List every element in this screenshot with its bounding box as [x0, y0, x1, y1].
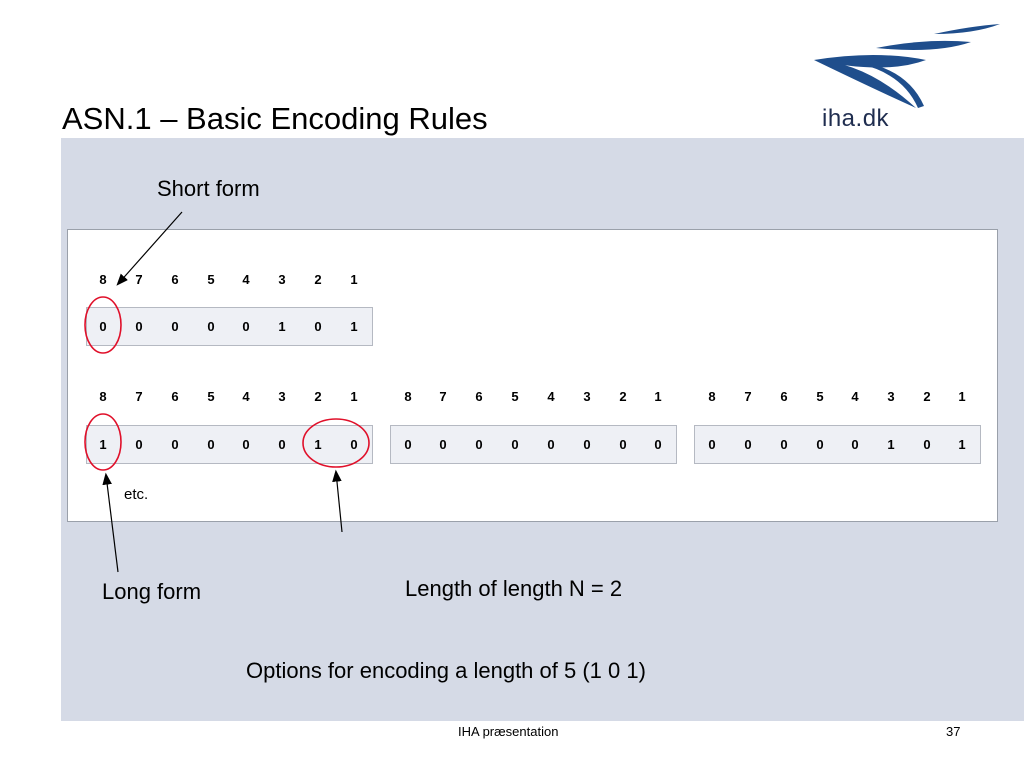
bit-number: 1 — [350, 389, 358, 404]
bit-value: 0 — [135, 319, 143, 334]
bit-diagram-box — [67, 229, 998, 522]
bit-value: 0 — [99, 319, 107, 334]
bit-value: 1 — [278, 319, 286, 334]
bit-number: 1 — [350, 272, 358, 287]
bit-value: 0 — [171, 319, 179, 334]
bit-value: 1 — [958, 437, 966, 452]
page-number: 37 — [946, 724, 961, 739]
bit-number: 6 — [171, 272, 179, 287]
bit-number: 5 — [511, 389, 519, 404]
bit-value: 0 — [242, 319, 250, 334]
long-form-byte-2 — [390, 425, 677, 464]
bit-value: 1 — [314, 437, 322, 452]
bit-value: 0 — [475, 437, 483, 452]
bit-value: 0 — [207, 437, 215, 452]
bit-number: 6 — [780, 389, 788, 404]
bit-value: 0 — [851, 437, 859, 452]
bit-value: 0 — [278, 437, 286, 452]
etc-label: etc. — [124, 486, 149, 503]
iha-logo-icon — [814, 24, 1000, 108]
bit-number: 2 — [619, 389, 627, 404]
bit-value: 0 — [547, 437, 555, 452]
bit-number: 8 — [708, 389, 716, 404]
bit-number: 8 — [99, 272, 107, 287]
bit-number: 2 — [923, 389, 931, 404]
footer-text: IHA præsentation — [458, 724, 559, 739]
bit-value: 0 — [511, 437, 519, 452]
bit-value: 0 — [708, 437, 716, 452]
bit-value: 0 — [135, 437, 143, 452]
bit-number: 7 — [135, 389, 143, 404]
bit-number: 6 — [171, 389, 179, 404]
diagram-caption: Options for encoding a length of 5 (1 0 … — [246, 658, 646, 683]
logo-text: iha.dk — [822, 105, 890, 132]
bit-value: 0 — [780, 437, 788, 452]
bit-value: 0 — [654, 437, 662, 452]
bit-number: 5 — [207, 272, 215, 287]
bit-number: 4 — [547, 389, 555, 404]
bit-value: 0 — [619, 437, 627, 452]
bit-number: 6 — [475, 389, 483, 404]
bit-value: 0 — [207, 319, 215, 334]
slide-title: ASN.1 – Basic Encoding Rules — [62, 101, 488, 136]
length-of-length-label: Length of length N = 2 — [405, 576, 623, 601]
bit-value: 1 — [99, 437, 107, 452]
bit-number: 3 — [278, 389, 286, 404]
bit-value: 0 — [816, 437, 824, 452]
bit-number: 4 — [242, 389, 250, 404]
bit-number: 7 — [439, 389, 447, 404]
bit-number: 4 — [242, 272, 250, 287]
bit-value: 0 — [439, 437, 447, 452]
bit-number: 4 — [851, 389, 859, 404]
bit-number: 8 — [404, 389, 412, 404]
bit-number: 3 — [278, 272, 286, 287]
bit-value: 1 — [350, 319, 358, 334]
bit-number: 1 — [654, 389, 662, 404]
bit-value: 0 — [583, 437, 591, 452]
bit-value: 0 — [242, 437, 250, 452]
bit-number: 5 — [816, 389, 824, 404]
bit-value: 1 — [887, 437, 895, 452]
bit-number: 8 — [99, 389, 107, 404]
bit-number: 5 — [207, 389, 215, 404]
bit-value: 0 — [923, 437, 931, 452]
bit-value: 0 — [171, 437, 179, 452]
bit-value: 0 — [314, 319, 322, 334]
bit-number: 7 — [744, 389, 752, 404]
bit-number: 2 — [314, 389, 322, 404]
bit-number: 1 — [958, 389, 966, 404]
bit-number: 2 — [314, 272, 322, 287]
bit-value: 0 — [350, 437, 358, 452]
bit-value: 0 — [404, 437, 412, 452]
short-form-label: Short form — [157, 176, 260, 201]
long-form-label: Long form — [102, 579, 202, 604]
long-form-byte-3 — [694, 425, 981, 464]
bit-number: 3 — [887, 389, 895, 404]
bit-number: 3 — [583, 389, 591, 404]
bit-number: 7 — [135, 272, 143, 287]
bit-value: 0 — [744, 437, 752, 452]
